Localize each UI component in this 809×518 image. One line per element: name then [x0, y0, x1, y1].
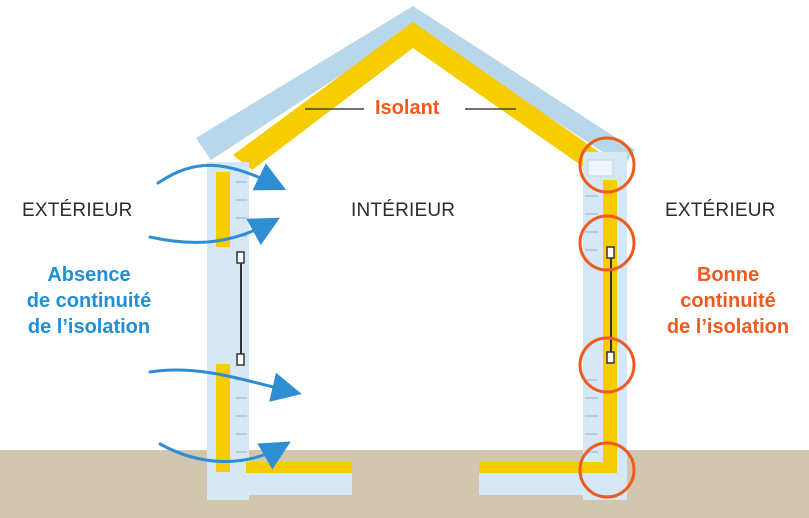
- good-note-line-1: Bonne: [696, 264, 760, 286]
- heat-loss-arrow-icon: [148, 368, 302, 402]
- good-note-line-2: continuité: [680, 290, 776, 312]
- roof: [196, 6, 635, 166]
- left-window-hinge-bottom: [236, 353, 245, 366]
- left-floor-slab: [207, 473, 352, 495]
- left-window-hinge-top: [236, 251, 245, 264]
- bad-note-line-3: de l’isolation: [27, 316, 151, 338]
- ground: [0, 450, 809, 518]
- thermal-bridge-circle-icon: [578, 214, 636, 272]
- left-wall-insulation-top: [216, 172, 230, 247]
- exterior-left-label: EXTÉRIEUR: [22, 200, 133, 221]
- right-window-hinge-top: [606, 246, 615, 259]
- left-wall-insulation-bottom: [216, 364, 230, 472]
- exterior-right-label: EXTÉRIEUR: [665, 200, 776, 221]
- left-wall-lines: [236, 181, 247, 453]
- left-floor-insulation: [246, 462, 352, 473]
- right-floor-slab: [479, 473, 627, 495]
- heat-loss-arrows: [148, 163, 302, 470]
- bad-note-line-1: Absence: [47, 264, 131, 286]
- isolant-label: Isolant: [375, 97, 440, 119]
- heat-loss-arrow-icon: [148, 217, 280, 246]
- heat-loss-arrow-icon: [158, 441, 291, 470]
- thermal-bridge-circle-icon: [578, 441, 636, 499]
- heat-loss-arrow-icon: [156, 163, 287, 191]
- right-window-hinge-bottom: [606, 351, 615, 364]
- thermal-bridge-circle-icon: [578, 336, 636, 394]
- continuity-circles: [578, 136, 636, 499]
- thermal-bridge-circle-icon: [578, 136, 636, 194]
- good-continuity-note: Bonne continuité de l’isolation: [648, 262, 808, 340]
- bad-note-line-2: de continuité: [26, 290, 152, 312]
- bad-continuity-note: Absence de continuité de l’isolation: [2, 262, 176, 340]
- right-wall-top-block: [587, 159, 614, 177]
- good-note-line-3: de l’isolation: [666, 316, 790, 338]
- interior-label: INTÉRIEUR: [351, 200, 456, 221]
- right-floor-insulation: [479, 462, 609, 473]
